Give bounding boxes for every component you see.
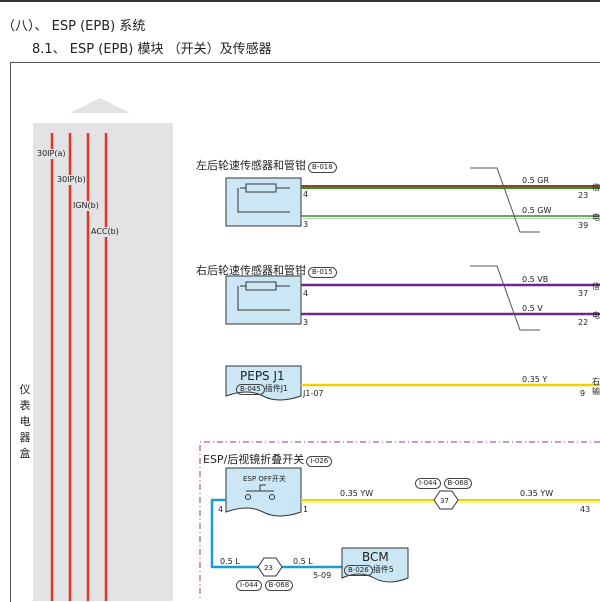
instrument-panel	[33, 123, 173, 601]
section-title: （八）、 ESP (EPB) 系统	[2, 19, 146, 34]
connector-ref: B-018	[308, 162, 337, 173]
pin-label: 37	[578, 289, 589, 298]
connector-suffix: 插件5	[372, 565, 394, 574]
connector-suffix: 插件J1	[264, 384, 289, 393]
wire-end-label: 信	[592, 183, 600, 192]
wire-spec: 0.35 Y	[522, 375, 548, 384]
wire-spec: 0.35 YW	[340, 489, 374, 498]
pin-label: 4	[303, 289, 309, 298]
rail-label-30ip-a: 30IP(a)	[37, 149, 66, 159]
pin-label: 22	[578, 318, 589, 327]
esp-enclosure	[199, 441, 600, 601]
esp-switch-name: ESP/后视镜折叠开关	[203, 453, 305, 466]
splice-37	[433, 490, 459, 510]
pin-label: J1-07	[303, 389, 324, 398]
pin-label: 4	[303, 190, 309, 199]
power-rails	[50, 133, 108, 601]
switch-contact-b	[269, 494, 275, 500]
wire-spec: 0.5 L	[293, 557, 313, 566]
panel-char: 仪	[19, 383, 31, 396]
pin-label: 9	[580, 389, 586, 398]
splice-23	[257, 557, 283, 577]
esp-off-label: ESP OFF开关	[243, 475, 286, 483]
splice-refs: I-044 B-068	[236, 580, 294, 591]
peps-name: PEPS J1	[240, 369, 285, 383]
panel-char: 器	[19, 431, 31, 444]
connector-ref: I-044	[236, 580, 262, 591]
rail-label-ign-b: IGN(b)	[73, 201, 99, 211]
splice-label: 37	[440, 497, 449, 505]
bcm-name: BCM	[362, 550, 389, 564]
switch-contact-a	[245, 494, 251, 500]
connector-ref: B-068	[264, 580, 294, 591]
pin-label: 3	[303, 220, 309, 229]
wire-spec: 0.5 L	[220, 557, 240, 566]
connector-ref: B-015	[308, 267, 337, 278]
right-rear-sensor-name: 右后轮速传感器和管钳	[196, 264, 306, 277]
rail-label-30ip-b: 30IP(b)	[57, 175, 86, 185]
wire-spec: 0.5 V	[522, 304, 543, 313]
right-shield-bracket	[470, 265, 540, 331]
wire-end-label: 电	[592, 213, 600, 222]
wire-spec: 0.5 GW	[522, 206, 552, 215]
rail-label-acc-b: ACC(b)	[91, 227, 119, 237]
panel-char: 电	[19, 415, 31, 428]
connector-ref: I-026	[306, 456, 333, 467]
diagram-frame	[10, 62, 600, 602]
right-sensor-loop	[237, 286, 290, 311]
splice-refs: I-044 B-068	[415, 478, 473, 489]
top-rule	[0, 0, 600, 2]
esp-switch-box	[225, 467, 302, 517]
left-sensor-loop	[237, 188, 290, 213]
switch-actuator	[259, 484, 266, 491]
left-shield-bracket	[470, 167, 540, 233]
pin-label: 5-09	[313, 571, 332, 580]
panel-char: 盒	[19, 447, 31, 460]
connector-ref: I-044	[415, 478, 441, 489]
wire-spec: 0.35 YW	[520, 489, 554, 498]
wire-end-label: 信	[592, 282, 600, 291]
panel-arrow	[70, 98, 130, 113]
connector-ref: B-068	[443, 478, 473, 489]
left-rear-sensor-name: 左后轮速传感器和管钳	[196, 159, 306, 172]
panel-char: 表	[19, 399, 31, 412]
subsection-title: 8.1、 ESP (EPB) 模块 （开关）及传感器	[32, 42, 272, 57]
splice-label: 23	[264, 564, 273, 572]
wire-end-label: 电	[592, 311, 600, 320]
connector-ref: B-026	[344, 565, 373, 576]
pin-label: 43	[580, 505, 591, 514]
panel-name: 仪 表 电 器 盒	[18, 382, 32, 462]
wire-spec: 0.5 VB	[522, 275, 549, 284]
pin-label: 39	[578, 221, 589, 230]
left-rear-sensor-box	[225, 177, 302, 227]
wire-end-label-2: 输	[592, 387, 600, 396]
pin-label: 4	[218, 505, 224, 514]
peps-box	[225, 365, 302, 401]
pin-label: 3	[303, 318, 309, 327]
pin-label: 23	[578, 191, 589, 200]
pin-label: 1	[303, 505, 309, 514]
connector-ref: B-045	[236, 384, 265, 395]
right-rear-sensor-box	[225, 275, 302, 325]
wire-spec: 0.5 GR	[522, 176, 550, 185]
wire-end-label: 右	[592, 377, 600, 386]
